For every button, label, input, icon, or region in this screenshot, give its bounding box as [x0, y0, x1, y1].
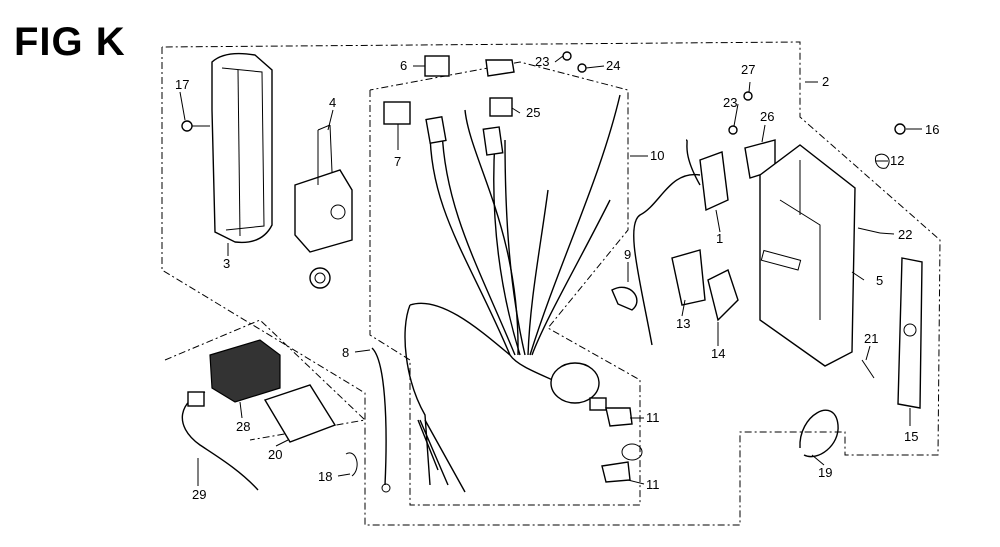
part-14 [707, 269, 739, 322]
nut-23 [562, 51, 572, 61]
clip-12 [875, 153, 890, 169]
callout-16: 16 [925, 122, 939, 137]
regulator-28 [209, 339, 281, 403]
callout-10: 10 [650, 148, 664, 163]
part-13 [671, 249, 706, 306]
washer-27 [743, 91, 753, 101]
terminal-11-top [605, 407, 633, 427]
callout-21: 21 [864, 331, 878, 346]
ignition-switch [550, 362, 607, 411]
assembly-frame-harness [369, 61, 641, 506]
switch-1 [633, 139, 729, 346]
callout-11-bottom: 11 [646, 477, 660, 492]
figure-title: FIG K [14, 20, 126, 64]
callout-14: 14 [711, 346, 725, 361]
fuse-25 [489, 97, 513, 117]
plate-15 [897, 257, 923, 409]
leader-lines [179, 55, 922, 486]
wire-harness [404, 94, 621, 493]
clip-18 [345, 452, 358, 477]
bolt-16 [894, 123, 906, 135]
ground-cable [371, 347, 387, 486]
callout-1: 1 [716, 231, 723, 246]
callout-19: 19 [818, 465, 832, 480]
callout-23-side: 23 [723, 95, 737, 110]
fuse-cap [485, 59, 515, 77]
grommet [309, 267, 331, 289]
mount-20 [263, 384, 337, 443]
o-ring [621, 443, 643, 461]
callout-5: 5 [876, 273, 883, 288]
connector-29 [187, 391, 205, 407]
callout-22: 22 [898, 227, 912, 242]
washer-24 [577, 63, 587, 73]
screw-21 [861, 359, 875, 379]
callout-15: 15 [904, 429, 918, 444]
control-panel-cover [211, 52, 273, 244]
callout-24: 24 [606, 58, 620, 73]
bracket [294, 124, 353, 253]
cable-tie-19 [799, 409, 839, 458]
callout-20: 20 [268, 447, 282, 462]
callout-11-top: 11 [646, 410, 660, 425]
callout-29: 29 [192, 487, 206, 502]
control-panel-5 [759, 144, 856, 367]
assembly-frame-main [161, 41, 941, 526]
screw-22 [857, 227, 881, 234]
callout-23-top: 23 [535, 54, 549, 69]
callout-13: 13 [676, 316, 690, 331]
relay-7 [383, 101, 411, 125]
callout-25: 25 [526, 105, 540, 120]
callout-17: 17 [175, 77, 189, 92]
clip-9 [611, 286, 638, 311]
callout-labels: 1 2 3 4 5 6 7 8 9 10 11 11 12 13 14 15 1… [175, 54, 939, 502]
callout-12: 12 [890, 153, 904, 168]
callout-27: 27 [741, 62, 755, 77]
callout-18: 18 [318, 469, 332, 484]
relay-6 [424, 55, 450, 77]
nut-23b [728, 125, 738, 135]
callout-7: 7 [394, 154, 401, 169]
bolt-17 [181, 120, 210, 132]
callout-8: 8 [342, 345, 349, 360]
callout-6: 6 [400, 58, 407, 73]
callout-3: 3 [223, 256, 230, 271]
terminal-11-bottom [601, 461, 631, 483]
sub-harness-29 [181, 391, 259, 491]
callout-2: 2 [822, 74, 829, 89]
callout-26: 26 [760, 109, 774, 124]
callout-4: 4 [329, 95, 336, 110]
callout-28: 28 [236, 419, 250, 434]
callout-9: 9 [624, 247, 631, 262]
